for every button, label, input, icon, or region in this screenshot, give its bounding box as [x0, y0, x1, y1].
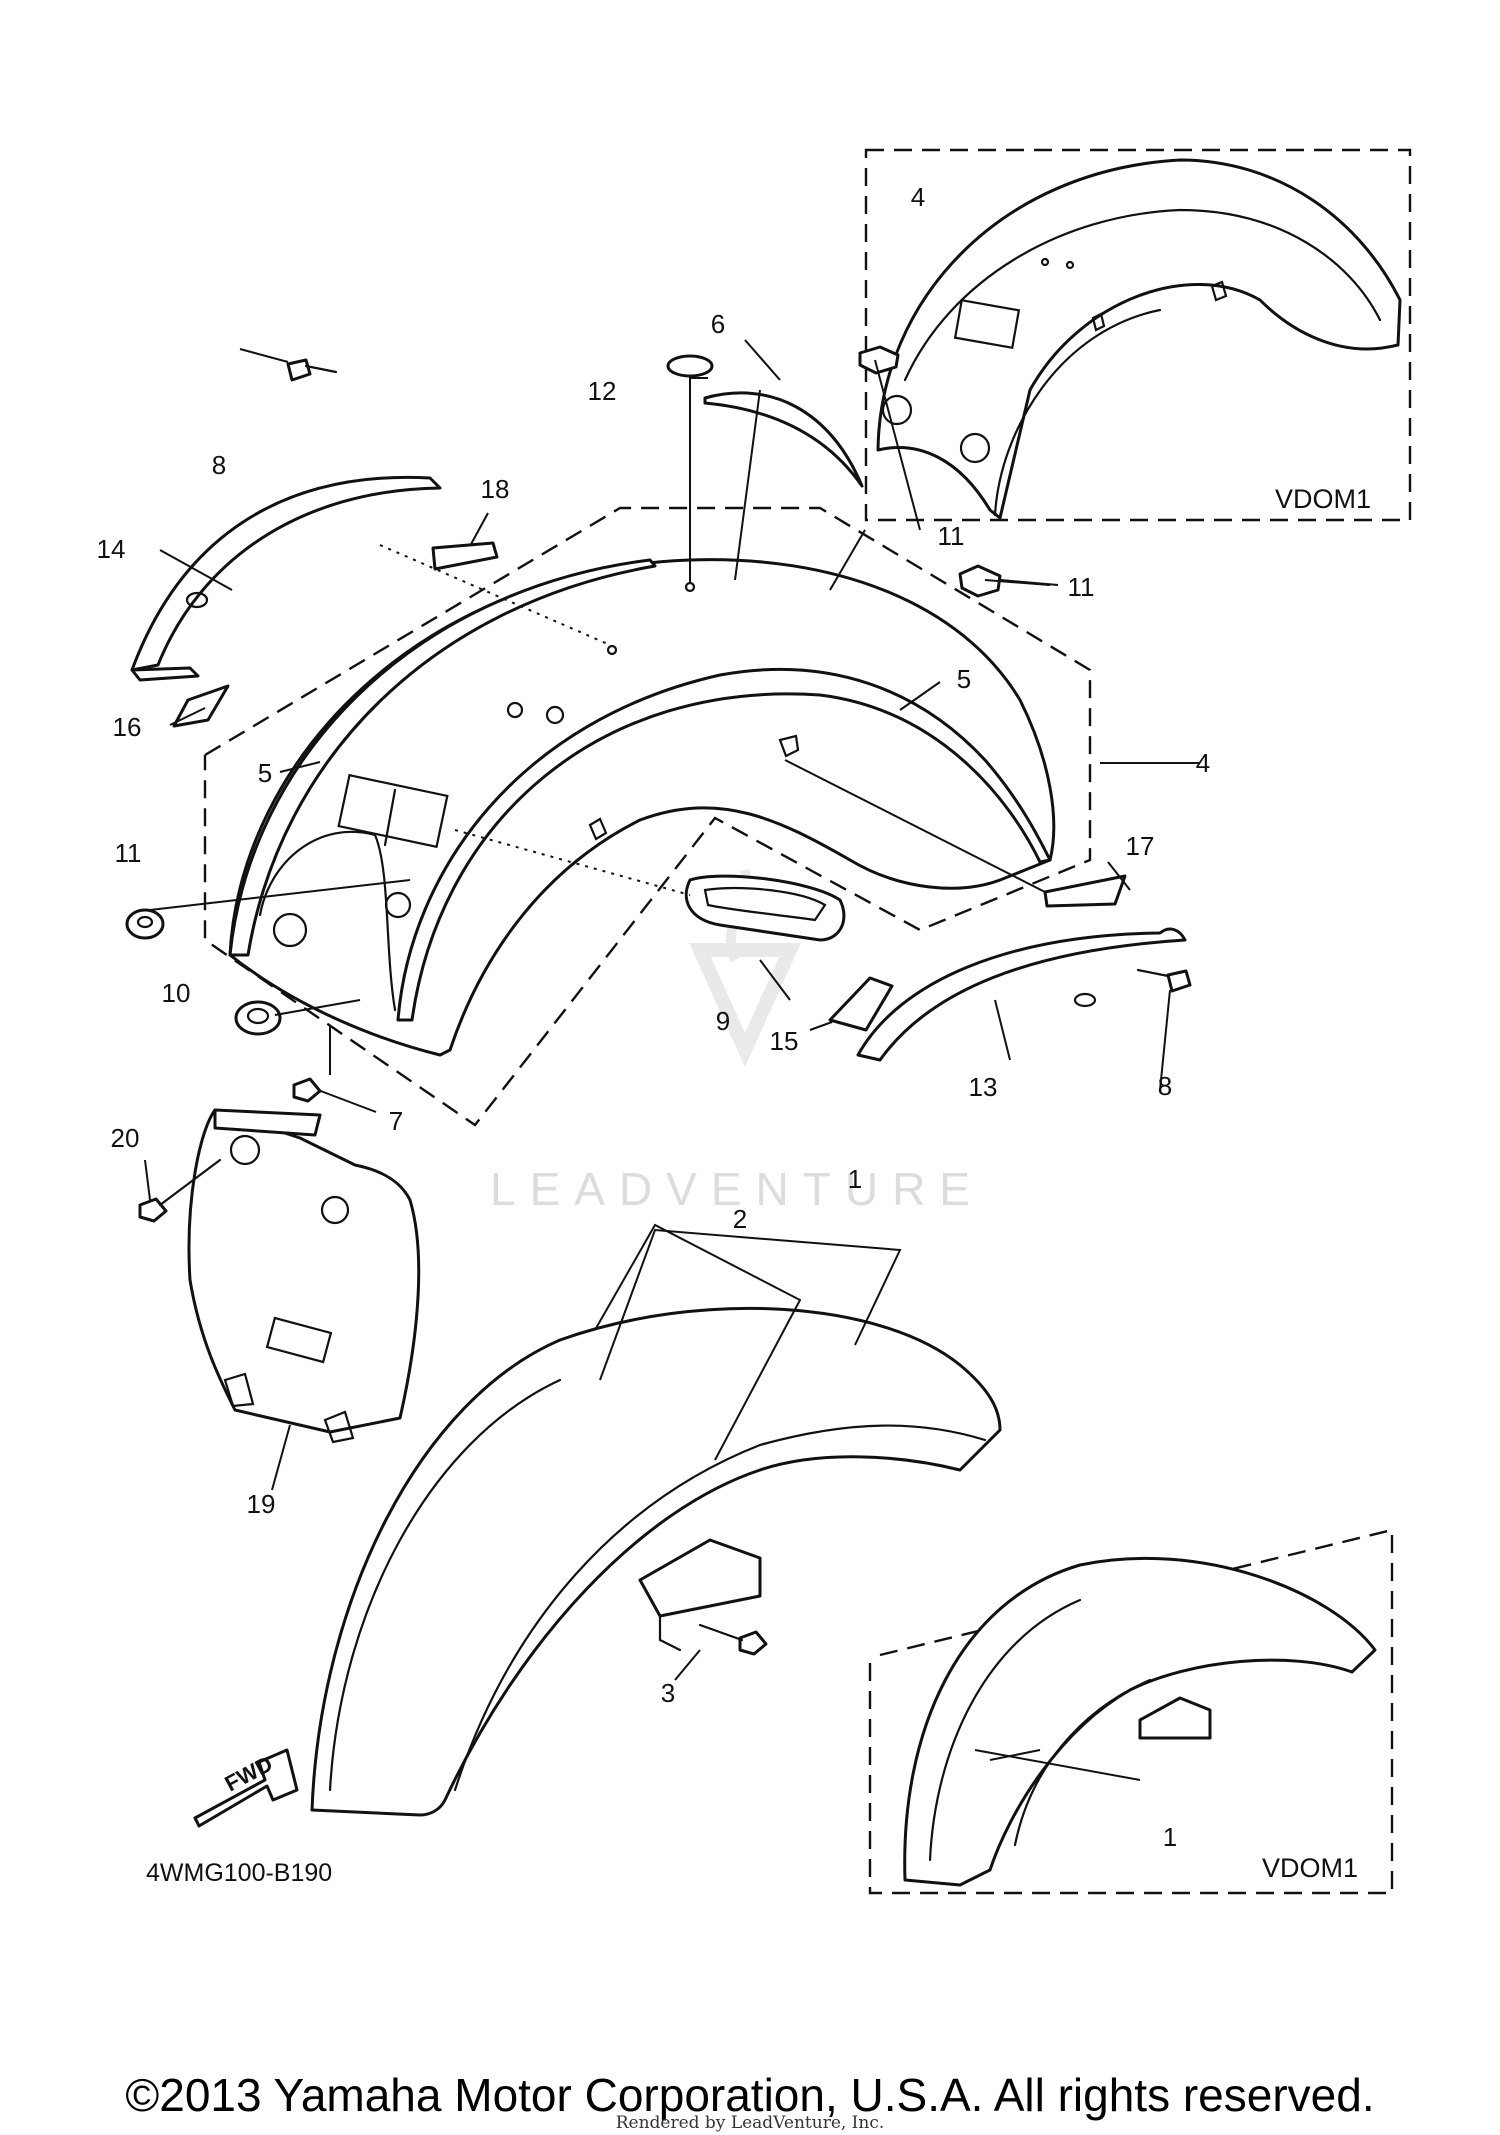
- part-11-grommet-c: [125, 908, 165, 940]
- front-fender-variant: [903, 1557, 1377, 1887]
- assembly-line-d: [274, 999, 361, 1016]
- part-8-bolt-right: [1136, 968, 1192, 993]
- part-7-bolt: [292, 1077, 322, 1103]
- part-9-reflector: [684, 874, 846, 942]
- callout-11a: 11: [938, 521, 965, 551]
- rear-fender-variant: [876, 158, 1402, 520]
- variant-box-rear: [864, 148, 1412, 522]
- rendered-by-notice: Rendered by LeadVenture, Inc.: [615, 2113, 885, 2133]
- callout-4: 4: [911, 182, 925, 212]
- assembly-line-a: [379, 544, 611, 646]
- part-11-grommet-a: [858, 345, 900, 375]
- front-fender: [310, 1306, 1002, 1817]
- callout-8: 8: [212, 450, 226, 480]
- callout-5: 5: [957, 664, 971, 694]
- part-17-trim: [1043, 874, 1127, 908]
- callout-11b: 11: [1068, 572, 1095, 602]
- callout-14: 14: [97, 534, 126, 564]
- part-14-rail: [130, 475, 442, 682]
- callout-13: 13: [969, 1072, 998, 1102]
- copyright-notice: ©2013 Yamaha Motor Corporation, U.S.A. A…: [125, 2069, 1375, 2121]
- callout-16: 16: [113, 712, 142, 742]
- callout-5b: 5: [258, 758, 272, 788]
- assembly-line-c: [784, 759, 1046, 893]
- fwd-arrow-icon: FWD: [193, 1748, 299, 1828]
- part-8-bolt-left: [286, 358, 338, 382]
- callout-11c: 11: [115, 838, 142, 868]
- variant-label-front: VDOM1: [1262, 1853, 1358, 1883]
- rear-fender: [228, 558, 1056, 1057]
- callout-19: 19: [247, 1489, 276, 1519]
- leader-bracket-1: [599, 1228, 902, 1381]
- callout-18: 18: [481, 474, 510, 504]
- callout-4b: 4: [1196, 748, 1210, 778]
- part-11-grommet-b: [958, 564, 1002, 598]
- part-20-bolt: [138, 1158, 222, 1223]
- callout-9: 9: [716, 1006, 730, 1036]
- part-15-pad: [828, 976, 894, 1032]
- assembly-outline: [203, 506, 1092, 1127]
- callout-3: 3: [661, 1678, 675, 1708]
- callout-17: 17: [1126, 831, 1155, 861]
- variant-label-rear: VDOM1: [1275, 484, 1371, 514]
- callout-20: 20: [111, 1123, 140, 1153]
- callout-7: 7: [389, 1106, 403, 1136]
- part-6-trim: [703, 391, 864, 488]
- callout-10: 10: [162, 978, 191, 1008]
- watermark-text: LEADVENTURE: [490, 1163, 984, 1215]
- callout-12: 12: [588, 376, 617, 406]
- callout-1: 1: [848, 1164, 862, 1194]
- part-3-bolt: [698, 1623, 768, 1656]
- callout-8b: 8: [1158, 1071, 1172, 1101]
- leader-lines: [144, 339, 1200, 1781]
- part-18-pad: [431, 541, 499, 571]
- part-12-emblem: [666, 354, 714, 378]
- callout-1b: 1: [1163, 1822, 1177, 1852]
- part-10-socket: [234, 1000, 282, 1036]
- leader-bracket-2: [594, 1223, 802, 1461]
- callout-6: 6: [711, 309, 725, 339]
- callout-15: 15: [770, 1026, 799, 1056]
- callout-2: 2: [733, 1204, 747, 1234]
- part-13-rail: [856, 927, 1187, 1062]
- part-19-bracket: [187, 1108, 421, 1444]
- drawing-code: 4WMG100-B190: [146, 1859, 332, 1887]
